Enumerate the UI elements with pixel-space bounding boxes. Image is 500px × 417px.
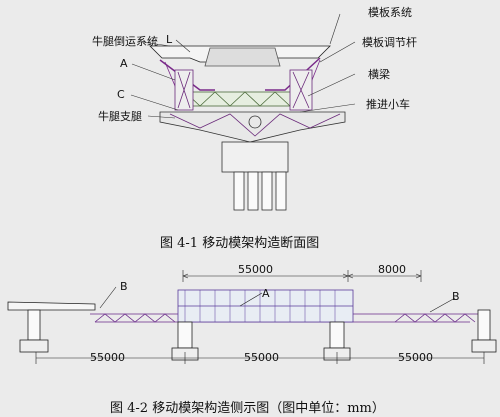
dim-bottom-left: 55000 xyxy=(90,351,125,364)
side-view-drawing xyxy=(7,270,497,364)
label-L: L xyxy=(166,33,173,46)
cross-section-drawing xyxy=(130,13,356,211)
dim-right-extension: 8000 xyxy=(378,263,406,276)
label-B-left: B xyxy=(120,280,128,293)
label-C-section: C xyxy=(117,88,125,101)
label-bracket-support: 牛腿支腿 xyxy=(98,110,142,123)
label-A-side: A xyxy=(262,287,270,300)
dim-bottom-right: 55000 xyxy=(398,351,433,364)
label-bracket-transport: 牛腿倒运系统 xyxy=(92,35,158,48)
dim-top-span: 55000 xyxy=(238,263,273,276)
label-formwork-adjust-rod: 模板调节杆 xyxy=(362,36,417,49)
figure2-caption: 图 4-2 移动模架构造侧示图（图中单位：mm） xyxy=(110,401,385,416)
label-cross-beam: 横梁 xyxy=(368,68,390,81)
label-B-right: B xyxy=(452,290,460,303)
label-A-section: A xyxy=(120,57,128,70)
dim-bottom-mid: 55000 xyxy=(244,351,279,364)
label-push-trolley: 推进小车 xyxy=(366,98,410,111)
figure1-caption: 图 4-1 移动模架构造断面图 xyxy=(160,236,320,251)
label-formwork-system: 模板系统 xyxy=(368,6,412,19)
